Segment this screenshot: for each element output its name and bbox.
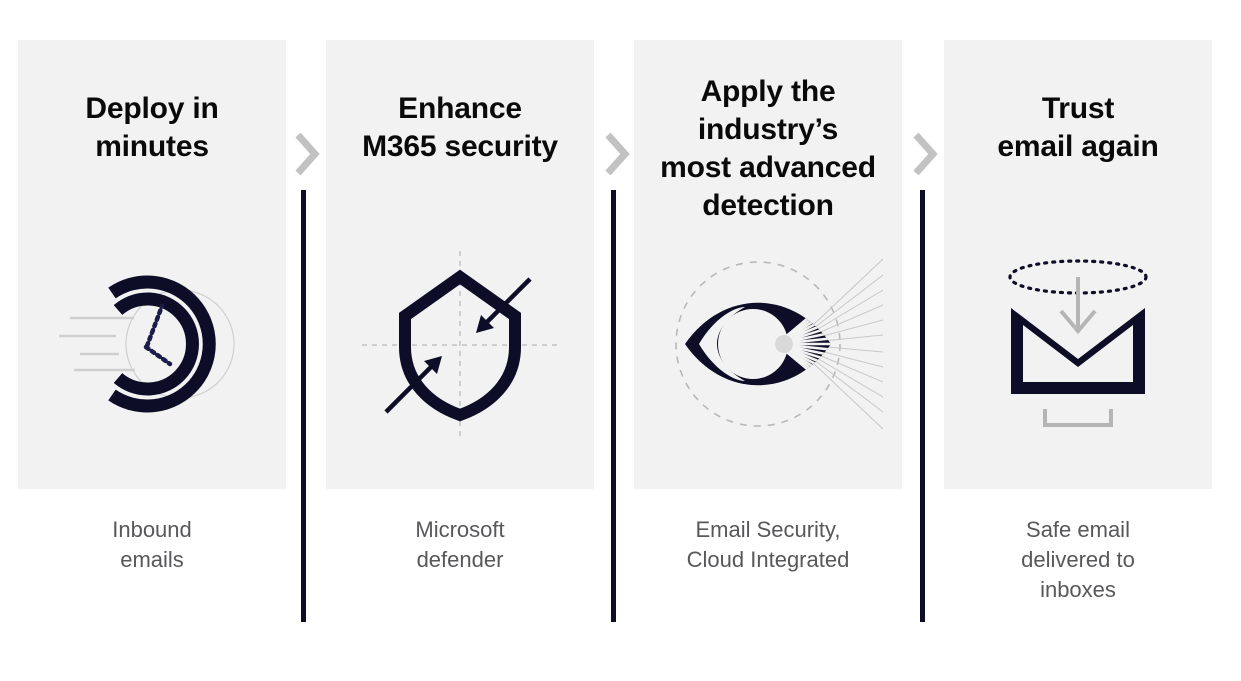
vertical-divider-3 <box>920 190 925 622</box>
chevron-right-icon <box>913 132 938 176</box>
step-panel-4: Trust email again <box>944 40 1212 489</box>
step-caption-4: Safe email delivered to inboxes <box>1021 517 1135 602</box>
chevron-right-icon-2 <box>604 131 630 177</box>
envelope-delivery-icon <box>1008 259 1148 427</box>
step-icon-1 <box>18 239 286 449</box>
chevron-right-icon <box>295 132 320 176</box>
step-panel-1: Deploy in minutes <box>18 40 286 489</box>
step-caption-3: Email Security, Cloud Integrated <box>686 517 850 572</box>
step-panel-2: Enhance M365 security <box>326 40 594 489</box>
speed-clock-icon <box>59 275 235 413</box>
chevron-right-icon <box>605 132 630 176</box>
step-icon-3 <box>634 239 902 449</box>
step-panel-3: Apply the industry’s most advanced detec… <box>634 40 902 489</box>
vertical-divider-2 <box>611 190 616 622</box>
shield-arrows-icon <box>362 251 558 437</box>
chevron-right-icon-1 <box>294 131 320 177</box>
vertical-divider-1 <box>301 190 306 622</box>
step-icon-2 <box>326 239 594 449</box>
step-title-3: Apply the industry’s most advanced detec… <box>660 75 876 222</box>
chevron-right-icon-3 <box>912 131 938 177</box>
step-title-2: Enhance M365 security <box>362 92 558 163</box>
step-title-4: Trust email again <box>997 92 1159 163</box>
eye-scan-icon <box>675 258 883 429</box>
step-title-1: Deploy in minutes <box>85 92 219 163</box>
step-icon-4 <box>944 239 1212 449</box>
step-caption-1: Inbound emails <box>112 517 192 572</box>
step-caption-2: Microsoft defender <box>415 517 505 572</box>
